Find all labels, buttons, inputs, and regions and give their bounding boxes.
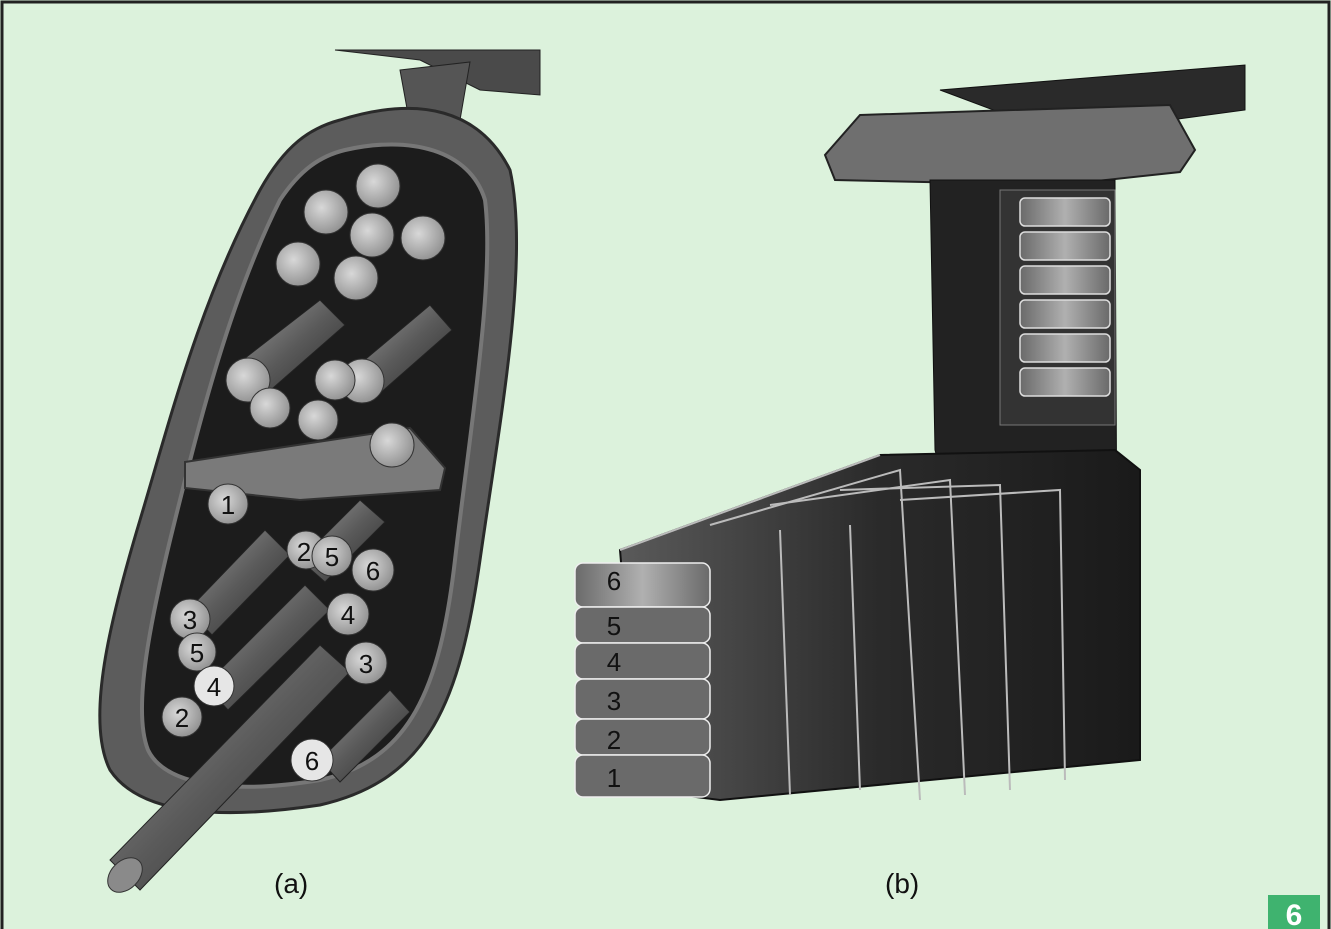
layer-labels: 6 5 4 3 2 1 bbox=[607, 566, 621, 793]
layer-bars bbox=[574, 562, 711, 798]
panel-b-drawing bbox=[574, 64, 1246, 802]
vertical-layers bbox=[1019, 197, 1111, 397]
wrap-bands bbox=[619, 454, 1066, 801]
strand-label: 4 bbox=[207, 672, 221, 702]
panel-b-caption: (b) bbox=[885, 868, 920, 899]
layer-label: 3 bbox=[607, 686, 621, 716]
lower-strands bbox=[107, 499, 411, 893]
panel-a-drawing bbox=[98, 49, 541, 893]
layer-label: 4 bbox=[607, 647, 621, 677]
panel-a-caption: (a) bbox=[274, 868, 309, 899]
strand-label: 3 bbox=[183, 605, 197, 635]
strand-label: 4 bbox=[341, 600, 355, 630]
output-rod-end bbox=[107, 857, 143, 893]
top-conductor bbox=[334, 49, 541, 96]
figure-number-badge: 6 bbox=[1268, 895, 1320, 929]
layer-label: 2 bbox=[607, 725, 621, 755]
layer-label: 5 bbox=[607, 611, 621, 641]
strand-labels: 1 2 5 6 3 4 5 3 4 2 6 bbox=[175, 490, 380, 776]
strand-label: 6 bbox=[305, 746, 319, 776]
top-clamp bbox=[823, 103, 1197, 187]
upper-strands bbox=[225, 163, 453, 468]
strand-label: 5 bbox=[325, 542, 339, 572]
strand-label: 6 bbox=[366, 556, 380, 586]
strand-label: 3 bbox=[359, 649, 373, 679]
strand-caps bbox=[161, 483, 395, 782]
strand-label: 2 bbox=[297, 537, 311, 567]
strand-label: 2 bbox=[175, 703, 189, 733]
strand-label: 1 bbox=[221, 490, 235, 520]
strand-label: 5 bbox=[190, 638, 204, 668]
layer-label: 6 bbox=[607, 566, 621, 596]
layer-label: 1 bbox=[607, 763, 621, 793]
